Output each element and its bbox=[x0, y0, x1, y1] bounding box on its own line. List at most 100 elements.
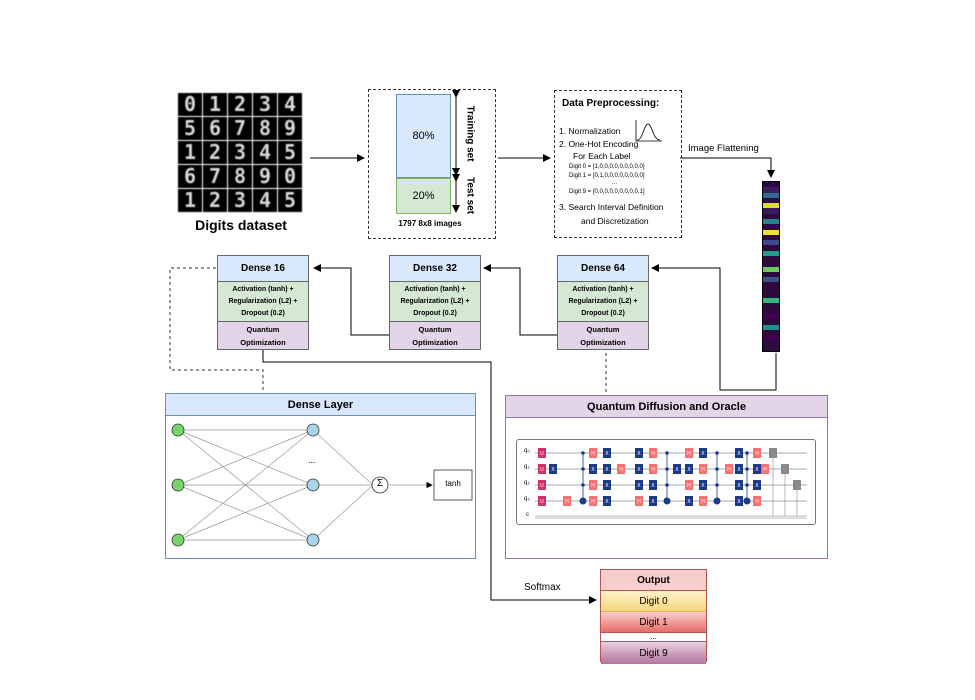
gate-label: U bbox=[540, 451, 544, 457]
digit-thumbnail: 5 bbox=[278, 189, 302, 212]
control-dot bbox=[581, 483, 585, 487]
control-dot bbox=[745, 483, 749, 487]
strip-pixel bbox=[763, 314, 779, 320]
arrow-dense16-to-output bbox=[262, 348, 597, 604]
digit-thumbnail: 2 bbox=[228, 93, 252, 116]
digit-thumbnail: 9 bbox=[278, 117, 302, 140]
output-box: Output Digit 0 Digit 1 ... Digit 9 bbox=[600, 569, 707, 664]
gate-x bbox=[735, 496, 743, 506]
gate-label: H bbox=[727, 467, 731, 473]
gate-label: H bbox=[701, 467, 705, 473]
gate-h bbox=[635, 496, 643, 506]
strip-pixel bbox=[763, 203, 779, 209]
gate-label: X bbox=[701, 451, 705, 457]
qubit-label-2: q₂ bbox=[524, 480, 530, 486]
gate-h bbox=[589, 448, 597, 458]
control-dot bbox=[715, 467, 719, 471]
gate-label: U bbox=[540, 467, 544, 473]
arrow-preprocessing-to-flatten bbox=[680, 157, 775, 178]
dense32-header: Dense 32 bbox=[389, 255, 481, 282]
strip-pixel bbox=[763, 240, 779, 246]
gate-x bbox=[635, 480, 643, 490]
dense32-quantum-line2: Optimization bbox=[412, 338, 458, 347]
sum-symbol: Σ bbox=[376, 478, 384, 489]
preprocessing-step2: 2. One-Hot Encoding bbox=[559, 139, 639, 149]
control-dot bbox=[665, 483, 669, 487]
qubit-label-0: q₀ bbox=[524, 448, 530, 454]
train-bar: 80% bbox=[396, 94, 451, 178]
output-digit0: Digit 0 bbox=[601, 591, 706, 612]
digit-thumbnail: 4 bbox=[253, 141, 277, 164]
gate-x bbox=[635, 448, 643, 458]
gate-label: X bbox=[737, 483, 741, 489]
gate-label: X bbox=[637, 483, 641, 489]
softmax-label: Softmax bbox=[524, 582, 561, 593]
digit-thumbnail: 2 bbox=[203, 189, 227, 212]
gate-h bbox=[563, 496, 571, 506]
dashed-link-dense-layer bbox=[169, 267, 264, 393]
dense16-activation: Activation (tanh) + bbox=[232, 286, 294, 293]
arrow-dense64-to-dense32 bbox=[483, 264, 557, 336]
dense16-regularization: Regularization (L2) + bbox=[228, 298, 298, 305]
flattened-image-strip bbox=[762, 181, 780, 352]
dense64-quantum-line2: Optimization bbox=[580, 338, 626, 347]
digit-thumbnail: 5 bbox=[278, 141, 302, 164]
dataset-label: Digits dataset bbox=[195, 217, 287, 233]
train-percent: 80% bbox=[412, 130, 435, 142]
digit-thumbnail: 3 bbox=[228, 141, 252, 164]
gate-label: H bbox=[591, 483, 595, 489]
strip-pixel bbox=[763, 250, 779, 256]
preprocessing-step3: 3. Search Interval Definition bbox=[559, 202, 664, 212]
measure-gate bbox=[769, 448, 777, 458]
gate-x bbox=[735, 480, 743, 490]
gate-h bbox=[699, 464, 707, 474]
train-label: Training set bbox=[464, 105, 476, 162]
output-digit1: Digit 1 bbox=[601, 612, 706, 633]
gate-h bbox=[617, 464, 625, 474]
control-dot bbox=[745, 467, 749, 471]
preprocessing-box bbox=[554, 90, 682, 238]
split-container bbox=[368, 89, 496, 239]
gate-h bbox=[589, 496, 597, 506]
output-digit9: Digit 9 bbox=[601, 641, 706, 664]
gate-label: H bbox=[755, 451, 759, 457]
gate-x bbox=[735, 464, 743, 474]
digit-thumbnail: 8 bbox=[228, 165, 252, 188]
gate-x bbox=[603, 464, 611, 474]
strip-pixel bbox=[763, 345, 779, 351]
dense32-regularization: Regularization (L2) + bbox=[400, 298, 470, 305]
gate-x bbox=[685, 496, 693, 506]
gate-x bbox=[753, 480, 761, 490]
gate-label: X bbox=[755, 483, 759, 489]
strip-pixel bbox=[763, 329, 779, 336]
dense16-body: Activation (tanh) + Regularization (L2) … bbox=[217, 282, 309, 322]
gate-x bbox=[699, 480, 707, 490]
output-title: Output bbox=[601, 570, 706, 591]
gate-label: H bbox=[687, 483, 691, 489]
digit-thumbnail: 0 bbox=[178, 93, 202, 116]
digit-thumbnail: 3 bbox=[228, 189, 252, 212]
gate-x bbox=[549, 464, 557, 474]
gate-label: X bbox=[605, 467, 609, 473]
gate-label: X bbox=[591, 467, 595, 473]
qubit-label-3: q₃ bbox=[524, 496, 530, 502]
strip-pixel bbox=[763, 255, 779, 262]
gate-label: X bbox=[737, 451, 741, 457]
gate-label: X bbox=[605, 483, 609, 489]
split-caption: 1797 8x8 images bbox=[398, 219, 462, 228]
strip-pixel bbox=[763, 335, 779, 341]
digit-thumbnail: 1 bbox=[178, 141, 202, 164]
dense32-quantum: Quantum Optimization bbox=[389, 322, 481, 350]
dense16-header: Dense 16 bbox=[217, 255, 309, 282]
control-dot bbox=[665, 467, 669, 471]
strip-pixel bbox=[763, 208, 779, 214]
strip-pixel bbox=[763, 277, 779, 283]
dense64-header: Dense 64 bbox=[557, 255, 649, 282]
dense-layer-panel: Dense Layer bbox=[165, 393, 476, 559]
target-node bbox=[743, 497, 751, 505]
gate-u bbox=[538, 464, 546, 474]
gate-x bbox=[635, 464, 643, 474]
dense-layer-title: Dense Layer bbox=[166, 394, 475, 416]
